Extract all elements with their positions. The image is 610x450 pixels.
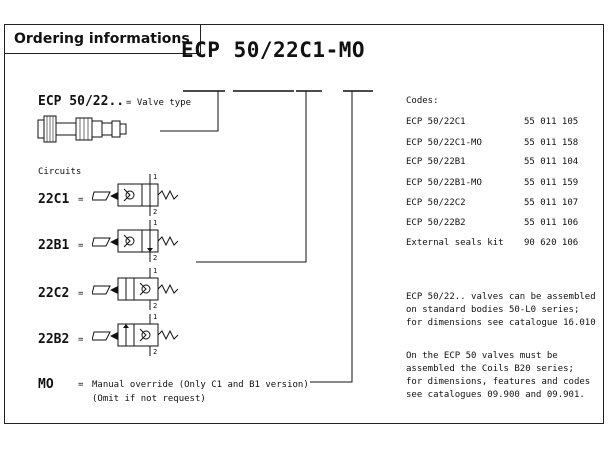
note-line: on standard bodies 50-L0 series; bbox=[406, 305, 580, 315]
code-row-code: 55 011 106 bbox=[524, 218, 579, 228]
code-row-name: External seals kit bbox=[406, 238, 504, 248]
port-label-2: 2 bbox=[153, 208, 157, 216]
circuit-eq: = bbox=[78, 289, 84, 299]
circuit-22b1-symbol-icon: 1 2 bbox=[92, 219, 179, 262]
circuit-22c1-symbol-icon: 1 2 bbox=[92, 173, 179, 216]
note-bodies: ECP 50/22.. valves can be assembled on s… bbox=[406, 291, 596, 330]
port-label-2: 2 bbox=[153, 302, 157, 310]
circuits-heading: Circuits bbox=[38, 167, 82, 177]
valve-type-code: ECP 50/22.. bbox=[38, 94, 125, 109]
circuit-code-22c1: 22C1 bbox=[38, 192, 70, 207]
code-row-code: 55 011 158 bbox=[524, 138, 579, 148]
circuit-code-22c2: 22C2 bbox=[38, 286, 70, 301]
code-row-name: ECP 50/22B2 bbox=[406, 218, 466, 228]
port-label-1: 1 bbox=[153, 313, 157, 321]
port-label-2: 2 bbox=[153, 348, 157, 356]
code-row-code: 55 011 159 bbox=[524, 178, 579, 188]
ordering-code: ECP 50/22C1-MO bbox=[181, 38, 366, 62]
circuit-code-22b1: 22B1 bbox=[38, 238, 70, 253]
code-row-name: ECP 50/22C1 bbox=[406, 117, 466, 127]
code-row-code: 55 011 107 bbox=[524, 198, 579, 208]
code-row-code: 90 620 106 bbox=[524, 238, 579, 248]
note-line: for dimensions see catalogue 16.010 bbox=[406, 318, 596, 328]
note-line: see catalogues 09.900 and 09.901. bbox=[406, 390, 585, 400]
port-label-1: 1 bbox=[153, 173, 157, 181]
codes-heading: Codes: bbox=[406, 96, 439, 106]
circuit-eq: = bbox=[78, 335, 84, 345]
override-code: MO bbox=[38, 377, 54, 392]
code-row-name: ECP 50/22B1-MO bbox=[406, 178, 482, 188]
code-row-code: 55 011 105 bbox=[524, 117, 579, 127]
valve-cartridge-icon bbox=[37, 115, 127, 143]
note-line: On the ECP 50 valves must be bbox=[406, 351, 558, 361]
circuit-22c2-symbol-icon: 1 2 bbox=[92, 267, 179, 310]
override-eq: = bbox=[78, 380, 84, 390]
circuit-eq: = bbox=[78, 195, 84, 205]
port-label-1: 1 bbox=[153, 219, 157, 227]
note-line: for dimensions, features and codes bbox=[406, 377, 591, 387]
circuit-code-22b2: 22B2 bbox=[38, 332, 70, 347]
valve-type-desc: = Valve type bbox=[126, 98, 192, 108]
note-coils: On the ECP 50 valves must be assembled t… bbox=[406, 350, 590, 402]
ordering-frame: Ordering informations bbox=[4, 24, 604, 424]
override-desc-2: (Omit if not request) bbox=[92, 394, 206, 404]
section-title: Ordering informations bbox=[5, 25, 201, 54]
port-label-1: 1 bbox=[153, 267, 157, 275]
port-label-2: 2 bbox=[153, 254, 157, 262]
circuit-eq: = bbox=[78, 241, 84, 251]
code-row-name: ECP 50/22C1-MO bbox=[406, 138, 482, 148]
code-row-code: 55 011 104 bbox=[524, 157, 579, 167]
code-row-name: ECP 50/22B1 bbox=[406, 157, 466, 167]
note-line: ECP 50/22.. valves can be assembled bbox=[406, 292, 596, 302]
code-row-name: ECP 50/22C2 bbox=[406, 198, 466, 208]
note-line: assembled the Coils B20 series; bbox=[406, 364, 574, 374]
circuit-22b2-symbol-icon: 1 2 bbox=[92, 313, 179, 356]
override-desc-1: Manual override (Only C1 and B1 version) bbox=[92, 380, 309, 390]
